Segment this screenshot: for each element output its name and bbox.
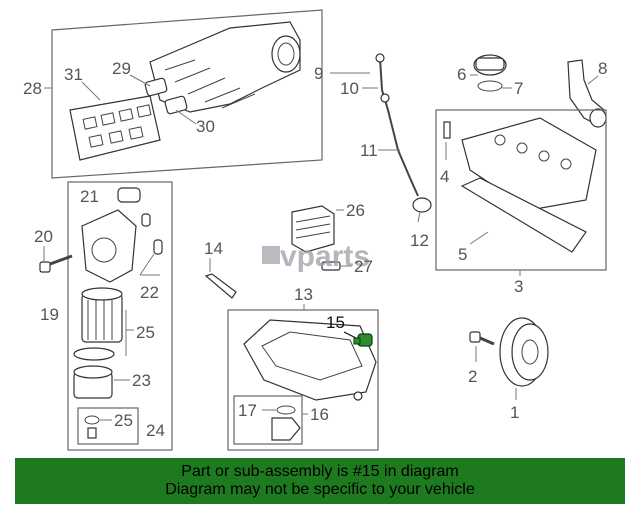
callout-3: 3 bbox=[514, 277, 523, 296]
callout-16: 16 bbox=[310, 405, 329, 424]
callout-15: 15 bbox=[326, 313, 345, 332]
callout-17: 17 bbox=[238, 401, 257, 420]
banner-line-2: Diagram may not be specific to your vehi… bbox=[165, 481, 475, 498]
callout-4: 4 bbox=[440, 167, 449, 186]
callout-7: 7 bbox=[514, 79, 523, 98]
dipstick-group bbox=[330, 53, 432, 223]
callout-5: 5 bbox=[458, 245, 467, 264]
gasket-set-31 bbox=[69, 95, 161, 161]
callout-1: 1 bbox=[510, 403, 519, 422]
callout-8: 8 bbox=[598, 59, 607, 78]
callout-20: 21 bbox=[80, 187, 99, 206]
callout-21: 22 bbox=[140, 283, 159, 302]
callout-24: 25 bbox=[114, 411, 133, 430]
oil-filter-group bbox=[67, 181, 173, 451]
callout-18: 19 bbox=[40, 305, 59, 324]
callout-22: 23 bbox=[132, 371, 151, 390]
callout-10: 10 bbox=[340, 79, 359, 98]
callout-thirty: 30 bbox=[196, 117, 215, 136]
watermark-logo: vparts bbox=[262, 240, 370, 273]
oil-cap-group bbox=[470, 54, 512, 92]
parts-diagram: vparts 28 31 29 30 31 30 9 10 11 12 6 7 … bbox=[23, 9, 607, 451]
info-banner: Part or sub-assembly is #15 in diagram D… bbox=[15, 458, 625, 504]
drain-plug-15 bbox=[343, 331, 373, 347]
callout-6: 6 bbox=[457, 65, 466, 84]
callout-twenty-five: 25 bbox=[136, 323, 155, 342]
callout-2: 2 bbox=[468, 367, 477, 386]
callout-13: 13 bbox=[294, 285, 313, 304]
callout-28: 28 bbox=[23, 79, 42, 98]
callout-29: 29 bbox=[112, 59, 131, 78]
oil-pan bbox=[243, 319, 377, 401]
callout-9: 9 bbox=[314, 64, 323, 83]
valve-cover-gasket bbox=[460, 177, 587, 253]
oil-filter-housing bbox=[81, 209, 137, 283]
callout-12: 12 bbox=[410, 231, 429, 250]
callout-19: 20 bbox=[34, 227, 53, 246]
oil-cooler-group bbox=[291, 205, 352, 271]
callouts: 28 31 29 30 31 30 9 10 11 12 6 7 8 4 5 3… bbox=[23, 59, 607, 440]
callout-14: 14 bbox=[204, 239, 223, 258]
bolt-19 bbox=[39, 246, 73, 273]
watermark-text: vparts bbox=[280, 240, 370, 273]
oil-pan-group bbox=[227, 304, 379, 451]
gasket-29 bbox=[144, 77, 168, 97]
callout-26: 26 bbox=[346, 201, 365, 220]
banner-line-1: Part or sub-assembly is #15 in diagram bbox=[181, 463, 459, 480]
crank-pulley-group bbox=[469, 317, 549, 400]
intake-manifold-group bbox=[44, 9, 323, 179]
tube-14 bbox=[204, 258, 237, 299]
callout-23: 24 bbox=[146, 421, 165, 440]
callout-27: 27 bbox=[354, 257, 373, 276]
valve-cover-group bbox=[435, 109, 607, 276]
callout-31: 31 bbox=[64, 65, 83, 84]
callout-11: 11 bbox=[360, 141, 378, 160]
